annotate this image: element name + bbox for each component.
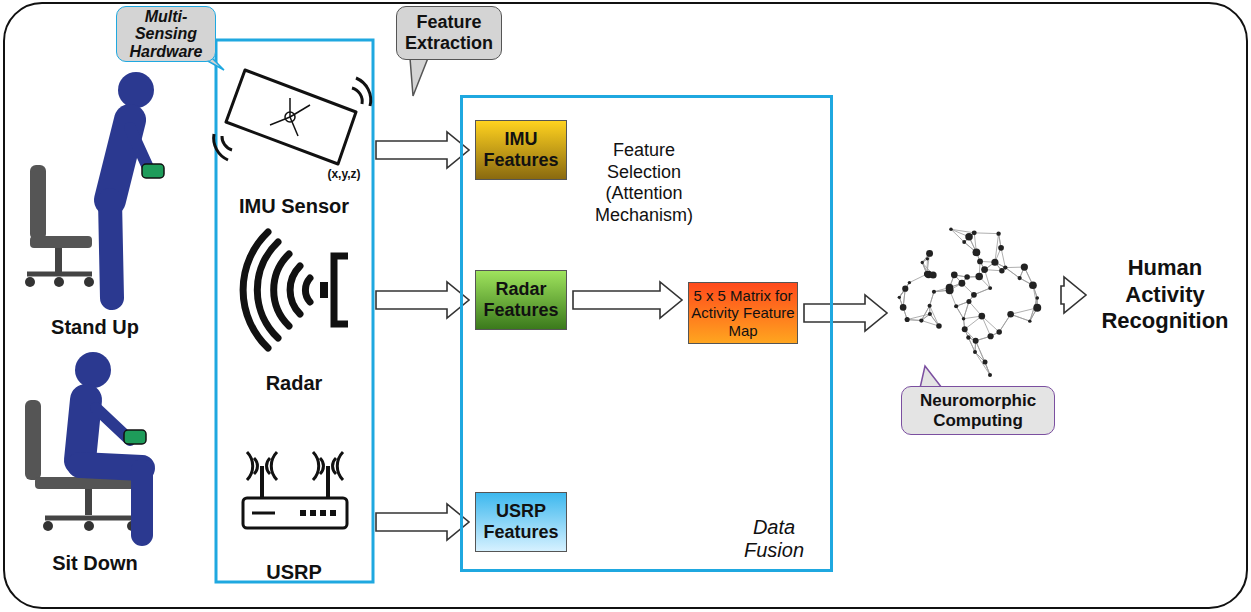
callout-bubble: Feature Extraction bbox=[396, 6, 502, 60]
block-arrow bbox=[804, 295, 887, 331]
node-label: IMU Features bbox=[478, 129, 564, 170]
sensor-node: IMU Sensor bbox=[218, 60, 370, 220]
block-arrow bbox=[376, 132, 469, 168]
usrp-icon bbox=[243, 452, 347, 528]
block-arrow bbox=[573, 282, 682, 318]
node-label: USRP Features bbox=[478, 501, 564, 542]
imu-icon bbox=[214, 70, 371, 164]
brain-network-icon bbox=[898, 227, 1042, 377]
block-arrow bbox=[376, 282, 469, 318]
node-text: Feature Selection (Attention Mechanism) bbox=[578, 140, 710, 226]
hardware-box bbox=[216, 40, 373, 582]
standing-figure bbox=[25, 72, 164, 298]
outer-frame bbox=[4, 3, 1247, 608]
activity-label: Sit Down bbox=[20, 552, 170, 575]
sensor-node: USRP bbox=[218, 440, 370, 584]
activity-label: Stand Up bbox=[20, 316, 170, 339]
node-label: Radar bbox=[266, 372, 323, 395]
sensor-node: Radar bbox=[218, 232, 370, 395]
node-label: Feature Extraction bbox=[400, 12, 498, 53]
block-arrow bbox=[1061, 277, 1086, 313]
fusion-box: Feature Selection (Attention Mechanism) D… bbox=[460, 95, 833, 572]
radar-icon bbox=[243, 232, 348, 348]
callout-pointer bbox=[410, 58, 428, 96]
node-label: Multi-Sensing Hardware bbox=[120, 8, 212, 61]
node-label: Human Activity Recognition bbox=[1092, 255, 1238, 334]
feature-map-box: 5 x 5 Matrix for Activity Feature Map bbox=[688, 282, 798, 344]
feature-box: IMU Features bbox=[475, 120, 567, 180]
node-label: Radar Features bbox=[478, 279, 564, 320]
node-text: Neuromorphic Computing bbox=[901, 386, 1055, 435]
callout-bubble: Multi-Sensing Hardware bbox=[116, 6, 216, 62]
feature-box: USRP Features bbox=[475, 492, 567, 552]
node-label: USRP bbox=[266, 561, 322, 584]
output-node: Human Activity Recognition bbox=[1092, 238, 1238, 352]
callout-pointer bbox=[920, 366, 942, 388]
sitting-figure bbox=[25, 352, 146, 535]
block-arrow bbox=[376, 504, 469, 540]
feature-box: Radar Features bbox=[475, 270, 567, 330]
node-label: IMU Sensor bbox=[239, 195, 349, 220]
axis-label: (x,y,z) bbox=[318, 167, 370, 181]
node-text: Data Fusion bbox=[721, 516, 827, 562]
neuromorphic-node: Neuromorphic Computing bbox=[893, 212, 1055, 444]
node-label: 5 x 5 Matrix for Activity Feature Map bbox=[691, 287, 795, 339]
